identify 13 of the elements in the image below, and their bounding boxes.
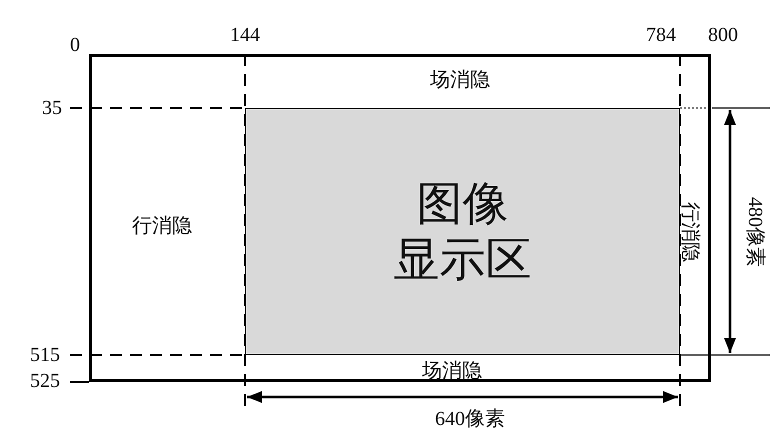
axis-label: 525 — [30, 371, 60, 391]
region-label: 行消隐 — [132, 216, 192, 236]
frame-box — [89, 54, 711, 382]
dimension-label: 480像素 — [745, 197, 765, 267]
region-label: 场消隐 — [430, 70, 490, 90]
dimension-label: 640像素 — [435, 409, 505, 429]
axis-label: 144 — [230, 25, 260, 45]
axis-label: 784 — [646, 25, 676, 45]
axis-label: 35 — [42, 98, 62, 118]
axis-label: 515 — [30, 345, 60, 365]
display-area-box: 图像显示区 — [245, 108, 680, 355]
axis-label: 800 — [708, 25, 738, 45]
axis-label: 0 — [70, 35, 80, 55]
